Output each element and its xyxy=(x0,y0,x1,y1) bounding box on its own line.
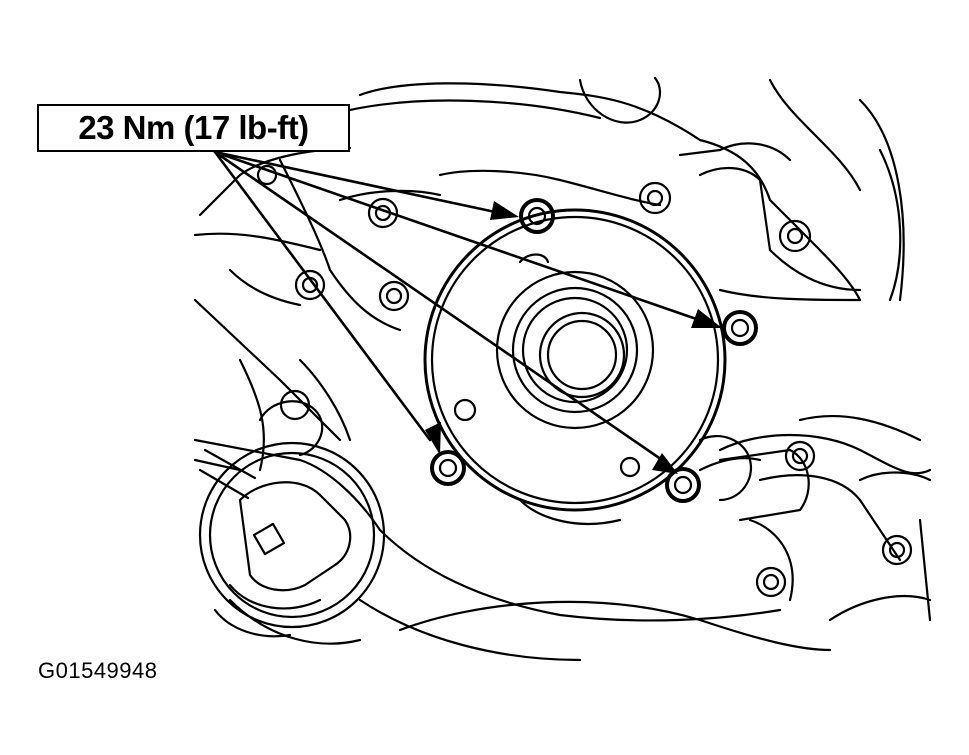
torque-callout: 23 Nm (17 lb-ft) xyxy=(37,104,350,152)
water-pump xyxy=(423,208,810,526)
crankshaft-pulley xyxy=(198,441,386,638)
arrowheads xyxy=(425,201,722,474)
engine-block-outline xyxy=(193,76,932,662)
figure-id: G01549948 xyxy=(38,658,158,683)
pump-bolts xyxy=(430,198,758,503)
leader-lines xyxy=(213,150,707,464)
engine-bolts xyxy=(256,164,913,598)
torque-label: 23 Nm (17 lb-ft) xyxy=(78,109,309,146)
